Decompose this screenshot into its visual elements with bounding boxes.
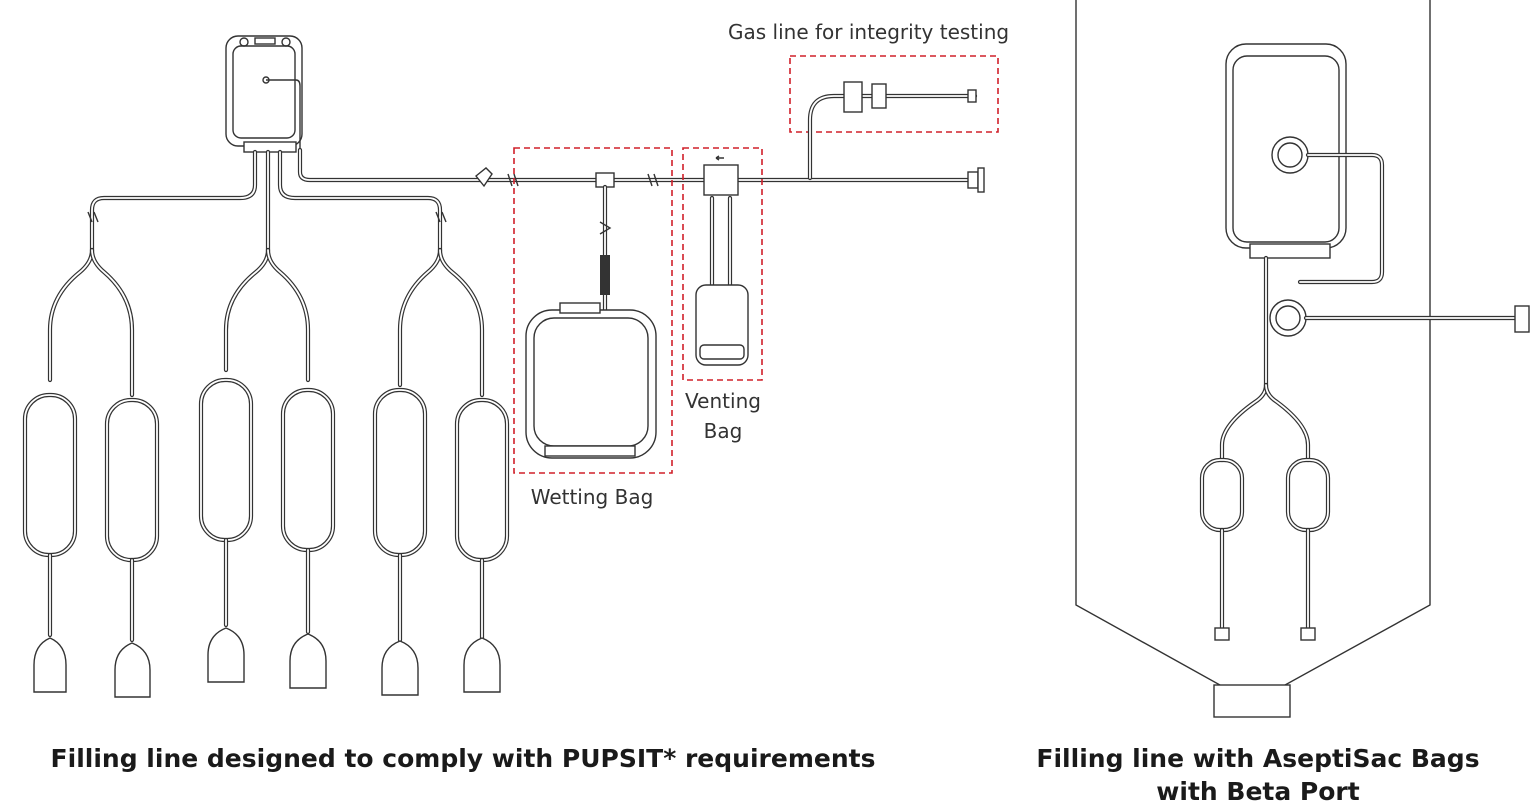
wetting-bag	[525, 309, 657, 459]
wetting-bag-assembly	[513, 147, 673, 474]
gas-line-label: Gas line for integrity testing	[728, 20, 1010, 44]
end-connector-left	[1214, 627, 1230, 641]
y-branch-group-3	[372, 247, 510, 696]
collection-bottle-1	[33, 637, 67, 693]
caption-right-line2: with Beta Port	[1156, 777, 1360, 806]
y-branch-group-2	[198, 247, 336, 689]
gas-valve	[843, 81, 863, 113]
collection-bottle-6	[463, 637, 501, 693]
y-branch-group-1	[22, 247, 160, 698]
wetting-bag-label: Wetting Bag	[530, 485, 654, 509]
aseptisac-filling-assembly	[1075, 0, 1530, 718]
wetting-bag-highlight	[513, 147, 673, 474]
collection-bottle-3	[207, 627, 245, 683]
pupsit-filling-assembly	[22, 35, 999, 698]
vent-filter	[703, 164, 739, 196]
venting-bag-assembly	[682, 147, 763, 381]
gas-line-assembly	[789, 55, 999, 181]
pinch-clamp	[475, 167, 493, 188]
venting-bag-label-line2: Bag	[703, 419, 743, 443]
manifold-ports	[243, 141, 297, 153]
venting-bag-label-line1: Venting	[685, 389, 761, 413]
collection-bottle-2	[114, 642, 151, 698]
gas-line-highlight	[789, 55, 999, 133]
end-connector-right	[1300, 627, 1316, 641]
caption-left: Filling line designed to comply with PUP…	[50, 744, 876, 773]
main-feed-tube	[297, 147, 983, 183]
caption-right-line1: Filling line with AseptiSac Bags	[1036, 744, 1480, 773]
collection-bottle-4	[289, 633, 327, 689]
branch-tubes	[87, 149, 447, 253]
collection-bottle-5	[381, 640, 419, 696]
manifold-bag	[225, 35, 303, 147]
venting-bag-highlight	[682, 147, 763, 381]
